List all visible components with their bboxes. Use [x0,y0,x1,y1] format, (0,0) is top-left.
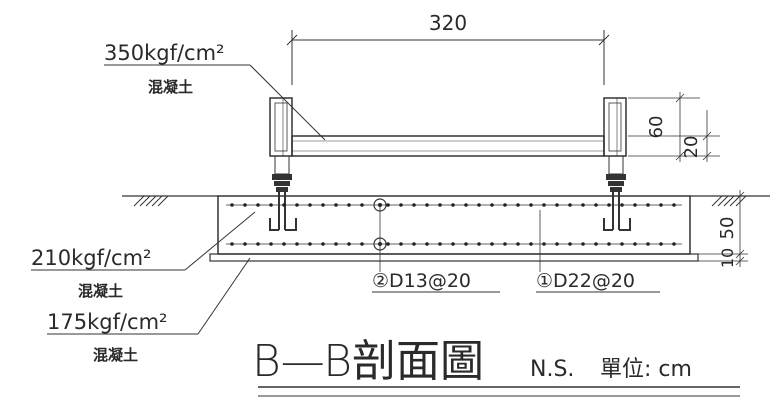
rebar-dot [295,242,299,246]
rebar-dot [477,242,481,246]
upper-beam [269,97,627,157]
rebar-dot [555,203,559,207]
rebar-dot [568,203,572,207]
rebar-dot [347,242,351,246]
right-dimensions: 60 20 50 10 [628,92,748,268]
rebar-dot [555,242,559,246]
top-width-label: 320 [429,11,467,35]
rebar-dot [386,203,390,207]
rebar-dot [464,203,468,207]
rebar-dot [399,242,403,246]
rebar-dot [243,203,247,207]
rebar-dot [516,203,520,207]
rebar-dot [646,242,650,246]
slab-material-callout: 210kgf/cm² 混凝土 [31,211,256,300]
rebar-dot [503,242,507,246]
rebar-dot [438,203,442,207]
title-scale: N.S. [530,357,574,382]
lean-material-label: 混凝土 [93,346,138,364]
rebar-dot [334,203,338,207]
rebar-dot [412,203,416,207]
rebar-dot [295,203,299,207]
rebar-dot [269,242,273,246]
title-unit: 單位: cm [600,357,692,382]
rebar-dot [321,203,325,207]
rebar-labels: ②D13@20 ①D22@20 [372,270,660,293]
rebar-dot [386,242,390,246]
rebar-dot [451,242,455,246]
top-dimension: 320 [286,11,610,85]
lean-material-callout: 175kgf/cm² 混凝土 [47,257,251,364]
rebar-dot [256,242,260,246]
rebar-dot [412,242,416,246]
rebar-dot [308,242,312,246]
slab-strength-label: 210kgf/cm² [31,246,151,270]
lean-concrete-layer [209,253,699,262]
rebar-dot [282,203,286,207]
rebar-dot [503,203,507,207]
rebar-dot [360,242,364,246]
rebar-dot [269,203,273,207]
rebar-dot [243,242,247,246]
rebar-dot [620,203,624,207]
rebar-dot [451,203,455,207]
ground-line [122,195,770,207]
rebar-dot [230,203,234,207]
rebar-dot [438,242,442,246]
rebar-dot [490,203,494,207]
beam-height-label: 60 [646,116,667,139]
rebar-dot [425,203,429,207]
section-title: B—B剖面圖 N.S. 單位: cm [252,336,740,397]
rebar-dot [334,242,338,246]
rebar-dot [594,203,598,207]
beam-material-callout: 350kgf/cm² 混凝土 [104,41,326,141]
rebar-dot [516,242,520,246]
left-anchor-assembly [269,155,297,231]
rebar-dot [464,242,468,246]
rebar-dot [542,203,546,207]
rebar-dot [347,203,351,207]
rebar-dot [477,203,481,207]
slab-material-label: 混凝土 [78,282,123,300]
rebar-dot [256,203,260,207]
rebar-dot [581,203,585,207]
rebar-dot [568,242,572,246]
rebar-2-label: ②D13@20 [372,270,471,292]
rebar-dot [542,242,546,246]
beam-lower-label: 20 [681,136,702,159]
rebar-dot [633,242,637,246]
lean-thickness-label: 10 [718,248,737,268]
title-main: B—B剖面圖 [252,336,484,387]
rebar-dot [659,242,663,246]
rebar-dot [529,203,533,207]
rebar-dot [308,203,312,207]
right-anchor-assembly [603,155,631,231]
rebar-dot [646,203,650,207]
rebar-dot [633,203,637,207]
rebar-dot [607,203,611,207]
rebar-dot [282,242,286,246]
beam-strength-label: 350kgf/cm² [104,41,224,65]
beam-material-label: 混凝土 [148,78,193,96]
rebar-dot [581,242,585,246]
rebar-dot [672,242,676,246]
rebar-dot [230,242,234,246]
rebar-dot [321,242,325,246]
rebar-dot [425,242,429,246]
rebar-1-label: ①D22@20 [536,270,635,292]
rebar-dot [529,242,533,246]
rebar-dot [490,242,494,246]
rebar-dot [360,203,364,207]
rebar-dot [620,242,624,246]
lean-strength-label: 175kgf/cm² [47,310,167,334]
rebar-dot [607,242,611,246]
rebar-dot [594,242,598,246]
slab-thickness-label: 50 [717,217,738,240]
rebar-dot [399,203,403,207]
rebar-dot [672,203,676,207]
rebar-dot [659,203,663,207]
